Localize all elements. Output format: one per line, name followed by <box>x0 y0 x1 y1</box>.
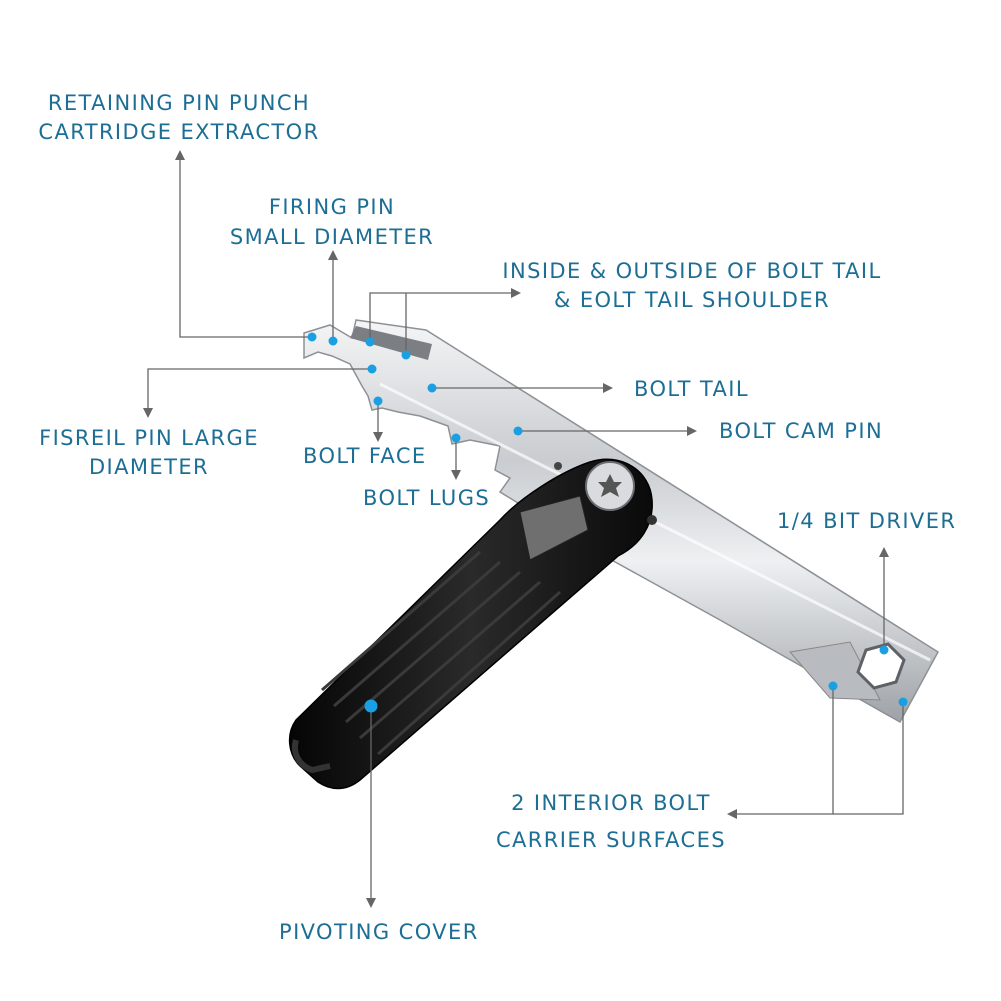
blade-rivet <box>647 515 657 525</box>
dot-bolt-tail <box>427 383 437 393</box>
blade-shoulder-slot <box>789 641 881 701</box>
label-bit-driver: 1/4 BIT DRIVER <box>777 509 957 533</box>
arrow-down-bolt-face <box>373 432 383 442</box>
label-bolt-tail-shoulder: & EOLT TAIL SHOULDER <box>553 288 831 312</box>
arrow-up-bit-driver <box>879 547 889 557</box>
arrow-left-interior <box>727 809 737 819</box>
dot-interior-bolt <box>828 681 838 691</box>
arrow-up-firing <box>328 250 338 260</box>
label-small-diameter: SMALL DIAMETER <box>229 225 435 249</box>
label-bolt-cam-pin: BOLT CAM PIN <box>719 419 884 443</box>
label-fisreil-pin-large: FISREIL PIN LARGE <box>39 426 259 450</box>
label-cartridge-extractor: CARTRIDGE EXTRACTOR <box>38 120 320 144</box>
dot-bolt-tail-inside <box>365 337 375 347</box>
hex-bit-socket <box>856 642 906 690</box>
label-interior-bolt: 2 INTERIOR BOLT <box>511 791 711 815</box>
label-retaining-pin-punch: RETAINING PIN PUNCH <box>47 91 311 115</box>
label-bolt-lugs: BOLT LUGS <box>363 486 491 510</box>
torx-recess-icon <box>598 474 622 497</box>
dot-bolt-tail-outside <box>401 350 411 360</box>
marker-dots <box>307 332 908 713</box>
dot-firing-pin <box>328 336 338 346</box>
pivoting-cover <box>288 458 657 790</box>
leader-bolt-tail-inside <box>369 292 512 341</box>
arrowheads <box>143 150 889 908</box>
leader-lines <box>147 158 904 900</box>
arrow-up-retaining <box>175 150 185 160</box>
arrow-down-fisreil <box>143 408 153 418</box>
arrow-down-bolt-lugs <box>451 470 461 480</box>
arrow-right-bolt-tail <box>603 383 613 393</box>
leader-interior-bolt <box>735 686 834 815</box>
label-bolt-tail: BOLT TAIL <box>634 377 749 401</box>
cover-end-loop <box>292 739 331 774</box>
label-diameter: DIAMETER <box>88 455 209 479</box>
dot-bolt-lugs <box>451 433 461 443</box>
dot-retaining-pin <box>307 332 317 342</box>
label-pivoting-cover: PIVOTING COVER <box>279 920 479 944</box>
dot-fisreil-pin <box>367 364 377 374</box>
arrow-right-cam-pin <box>687 426 697 436</box>
label-inside-outside-bolt-tail: INSIDE & OUTSIDE OF BOLT TAIL <box>502 259 882 283</box>
dot-bolt-face <box>373 396 383 406</box>
arrow-right-bolt-tail-shoulder <box>511 288 521 298</box>
label-carrier-surfaces: CARRIER SURFACES <box>495 828 727 852</box>
cover-clip <box>519 495 589 561</box>
dot-carrier-right <box>898 697 908 707</box>
label-firing-pin: FIRING PIN <box>268 195 396 219</box>
leader-retaining-pin <box>179 158 314 338</box>
arrow-down-pivoting <box>366 898 376 908</box>
label-bolt-face: BOLT FACE <box>303 444 427 468</box>
dot-bit-driver <box>879 645 889 655</box>
leader-carrier-right <box>833 702 904 815</box>
blade-rivet-2 <box>554 462 562 470</box>
leader-fisreil-pin <box>147 368 372 410</box>
cover-grip-ridges <box>321 550 561 756</box>
dot-bolt-cam-pin <box>513 426 523 436</box>
dot-pivoting-cover <box>364 699 378 713</box>
